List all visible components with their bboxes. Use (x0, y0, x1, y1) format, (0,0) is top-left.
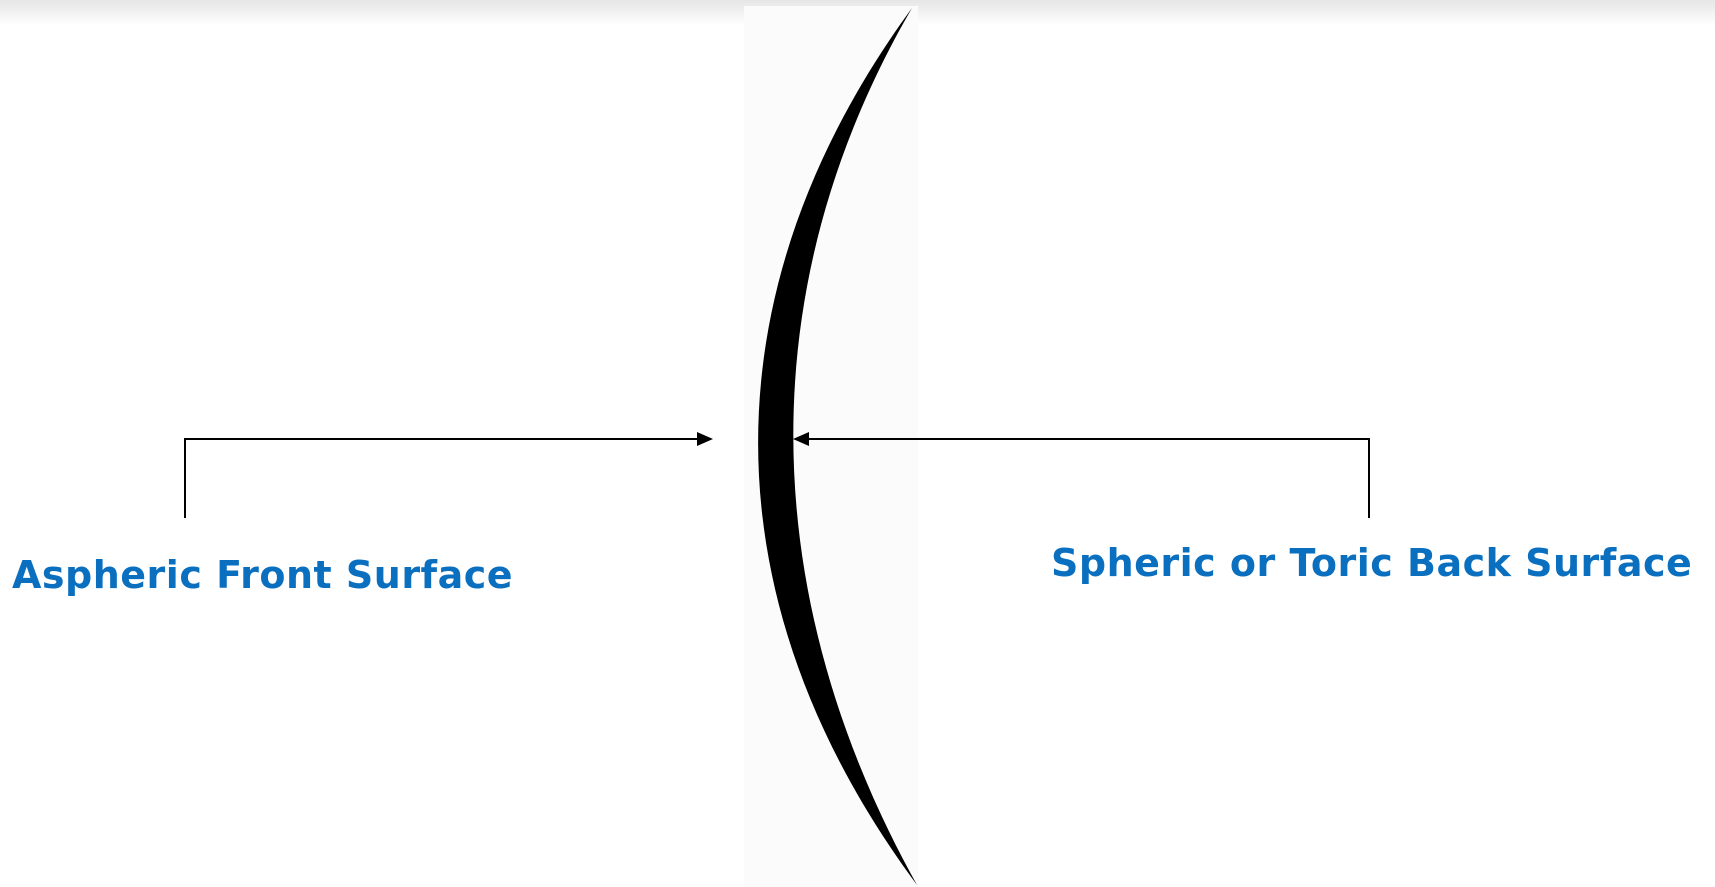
back-surface-label: Spheric or Toric Back Surface (1051, 541, 1692, 585)
back-surface-leader (793, 432, 1369, 518)
front-surface-label: Aspheric Front Surface (12, 553, 513, 597)
front-surface-leader (185, 432, 713, 518)
front-arrowhead-icon (697, 432, 713, 446)
meniscus-lens-shape (758, 8, 917, 885)
back-arrowhead-icon (793, 432, 809, 446)
